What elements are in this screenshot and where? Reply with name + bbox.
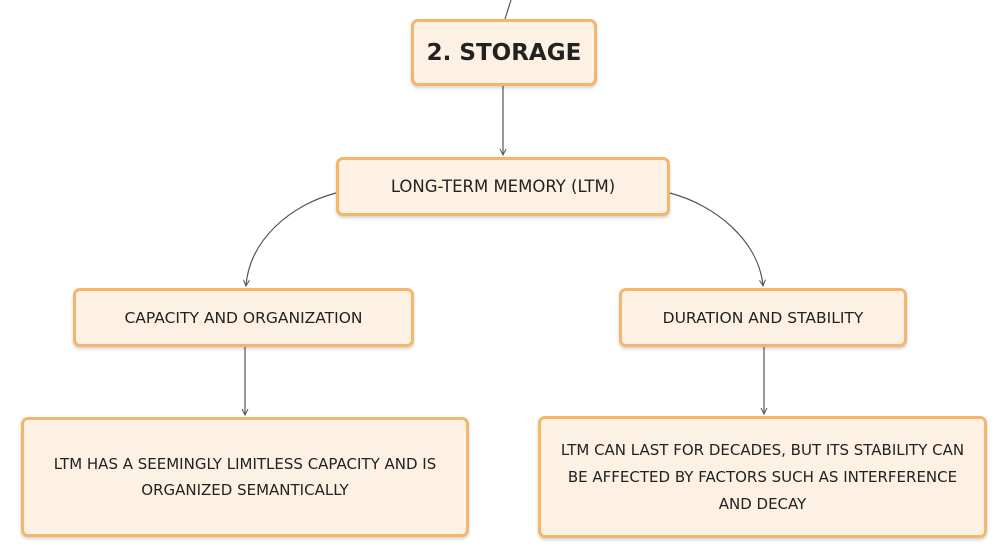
node-storage[interactable]: 2. STORAGE	[411, 19, 597, 86]
node-duration-and-stability[interactable]: DURATION AND STABILITY	[619, 288, 907, 347]
node-capacity-detail[interactable]: LTM HAS A SEEMINGLY LIMITLESS CAPACITY A…	[21, 417, 469, 537]
connector-ltm-to-duration	[669, 192, 763, 285]
node-capacity-label: CAPACITY AND ORGANIZATION	[124, 308, 363, 327]
node-capacity-detail-text: LTM HAS A SEEMINGLY LIMITLESS CAPACITY A…	[53, 455, 437, 499]
node-storage-label: 2. STORAGE	[426, 39, 582, 66]
node-long-term-memory-label: LONG-TERM MEMORY (LTM)	[390, 177, 616, 196]
connector-ltm-to-capacity	[246, 192, 337, 285]
connector-incoming	[504, 0, 512, 20]
node-capacity-and-organization[interactable]: CAPACITY AND ORGANIZATION	[73, 288, 414, 347]
node-duration-label: DURATION AND STABILITY	[662, 308, 864, 327]
node-long-term-memory[interactable]: LONG-TERM MEMORY (LTM)	[336, 157, 670, 216]
node-duration-detail[interactable]: LTM CAN LAST FOR DECADES, BUT ITS STABIL…	[538, 416, 987, 538]
node-duration-detail-text: LTM CAN LAST FOR DECADES, BUT ITS STABIL…	[560, 440, 965, 513]
